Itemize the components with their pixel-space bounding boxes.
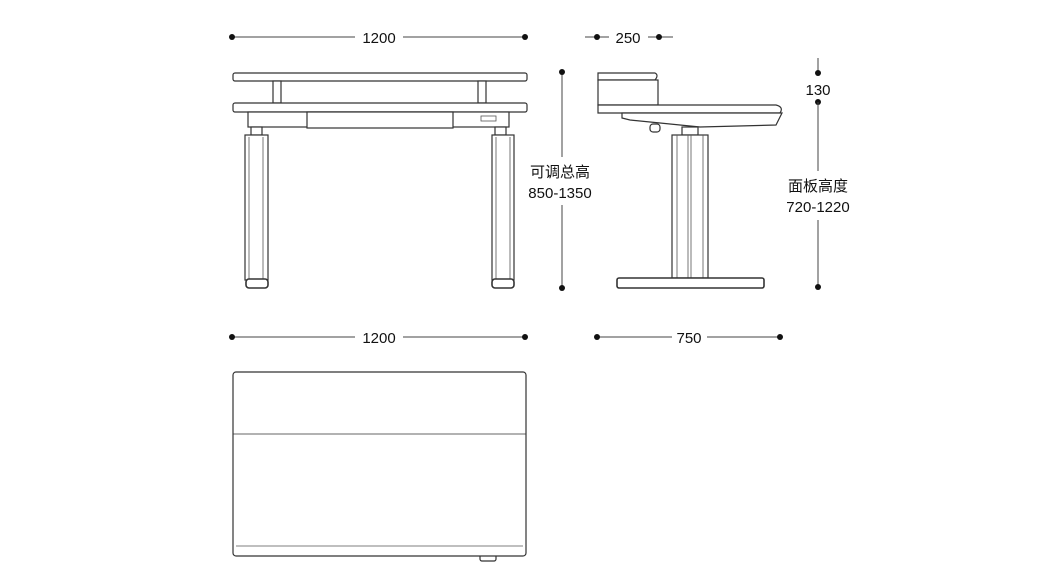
front-width-dimension: 1200 [229, 30, 528, 47]
shelf-height-dimension: 130 [805, 58, 831, 105]
top-view [232, 371, 527, 562]
desk-height-dimension: 面板高度 720-1220 [786, 102, 850, 290]
front-width-label: 1200 [362, 30, 395, 47]
top-width-dimension: 1200 [229, 330, 528, 347]
front-view [232, 72, 528, 289]
desk-height-label: 面板高度 [788, 177, 848, 195]
shelf-height-label: 130 [805, 82, 830, 99]
total-height-label: 可调总高 [530, 164, 590, 181]
desk-depth-label: 750 [676, 330, 701, 347]
desk-height-range: 720-1220 [786, 199, 849, 216]
shelf-depth-label: 250 [615, 30, 640, 47]
shelf-depth-dimension: 250 [585, 30, 673, 47]
top-width-label: 1200 [362, 330, 395, 347]
total-height-dimension: 可调总高 850-1350 [528, 69, 592, 291]
desk-depth-dimension: 750 [594, 330, 783, 347]
total-height-range: 850-1350 [528, 185, 591, 202]
side-view [597, 72, 783, 289]
